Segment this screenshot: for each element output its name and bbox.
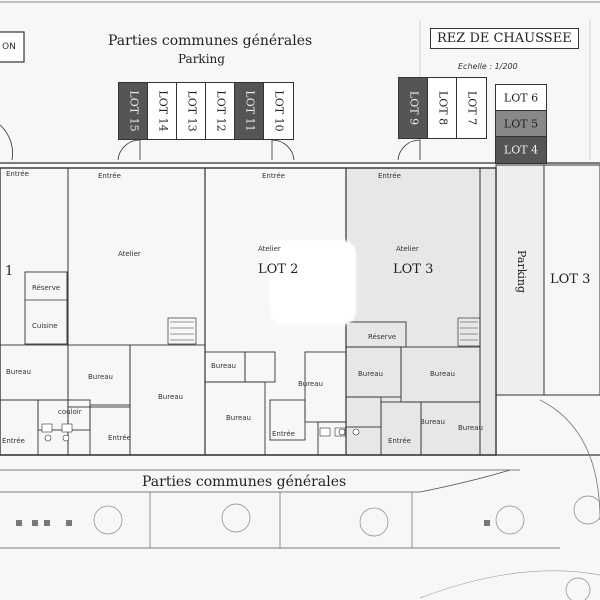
parking-stall-lot-5: LOT 5 — [495, 110, 547, 138]
bureau-h-label: Bureau — [430, 370, 455, 378]
common-areas-top-title: Parties communes générales — [108, 33, 313, 49]
parking-stall-lot-6: LOT 6 — [495, 84, 547, 112]
parking-stall-label: LOT 9 — [407, 90, 420, 126]
entree-bot-1: Entrée — [2, 437, 25, 445]
entree-bot-4: Entrée — [388, 437, 411, 445]
level-title: REZ DE CHAUSSEE — [430, 28, 579, 49]
bureau-e-label: Bureau — [226, 414, 251, 422]
parking-stall-label: LOT 8 — [436, 90, 449, 126]
entree-bot-3: Entrée — [272, 430, 295, 438]
parking-stall-lot-7: LOT 7 — [456, 77, 487, 139]
atelier-3-label: Atelier — [396, 245, 419, 253]
parking-stall-lot-15: LOT 15 — [118, 82, 149, 140]
parking-stall-lot-14: LOT 14 — [147, 82, 178, 140]
common-areas-bottom-title: Parties communes générales — [142, 474, 347, 490]
atelier-1-label: Atelier — [118, 250, 141, 258]
bureau-c-label: Bureau — [158, 393, 183, 401]
parking-stall-lot-9: LOT 9 — [398, 77, 429, 139]
reserve-3-label: Réserve — [368, 333, 397, 341]
entree-top-4: Entrée — [378, 172, 401, 180]
parking-stall-label: LOT 14 — [156, 90, 169, 132]
scale-label: Echelle : 1/200 — [458, 62, 518, 71]
entree-top-3: Entrée — [262, 172, 285, 180]
lot3-label: LOT 3 — [393, 262, 434, 277]
parking-top-title: Parking — [178, 52, 225, 66]
parking-stall-lot-10: LOT 10 — [263, 82, 294, 140]
bureau-a-label: Bureau — [6, 368, 31, 376]
parking-stall-label: LOT 5 — [503, 117, 539, 131]
entree-top-2: Entrée — [98, 172, 121, 180]
parking-stall-label: LOT 12 — [214, 90, 227, 132]
atelier-2-label: Atelier — [258, 245, 281, 253]
entree-bot-2: Entrée — [108, 434, 131, 442]
bureau-i-label: Bureau — [420, 418, 445, 426]
lot1-label: 1 — [5, 264, 14, 279]
parking-stall-lot-11: LOT 11 — [234, 82, 265, 140]
lot2-label: LOT 2 — [258, 262, 299, 277]
parking-stall-label: LOT 10 — [272, 90, 285, 132]
side-parking-label: Parking — [515, 250, 528, 294]
parking-stall-label: LOT 15 — [127, 90, 140, 132]
parking-stall-label: LOT 7 — [465, 90, 478, 126]
bureau-g-label: Bureau — [358, 370, 383, 378]
lot3-right-label: LOT 3 — [550, 272, 591, 287]
entree-top-1: Entrée — [6, 170, 29, 178]
parking-stall-lot-12: LOT 12 — [205, 82, 236, 140]
obscuring-blob — [270, 240, 356, 325]
couloir-label: couloir — [58, 408, 82, 416]
bureau-f-label: Bureau — [298, 380, 323, 388]
corner-box — [0, 31, 25, 63]
parking-stall-label: LOT 11 — [243, 90, 256, 132]
parking-stall-lot-13: LOT 13 — [176, 82, 207, 140]
bureau-b-label: Bureau — [88, 373, 113, 381]
cuisine-label: Cuisine — [32, 322, 58, 330]
parking-stall-lot-4: LOT 4 — [495, 136, 547, 164]
parking-stall-label: LOT 6 — [503, 91, 539, 105]
bureau-j-label: Bureau — [458, 424, 483, 432]
corner-label: ON — [2, 42, 16, 52]
parking-stall-label: LOT 4 — [503, 143, 539, 157]
parking-stall-label: LOT 13 — [185, 90, 198, 132]
reserve-1-label: Réserve — [32, 284, 61, 292]
parking-stall-lot-8: LOT 8 — [427, 77, 458, 139]
bureau-d-label: Bureau — [211, 362, 236, 370]
